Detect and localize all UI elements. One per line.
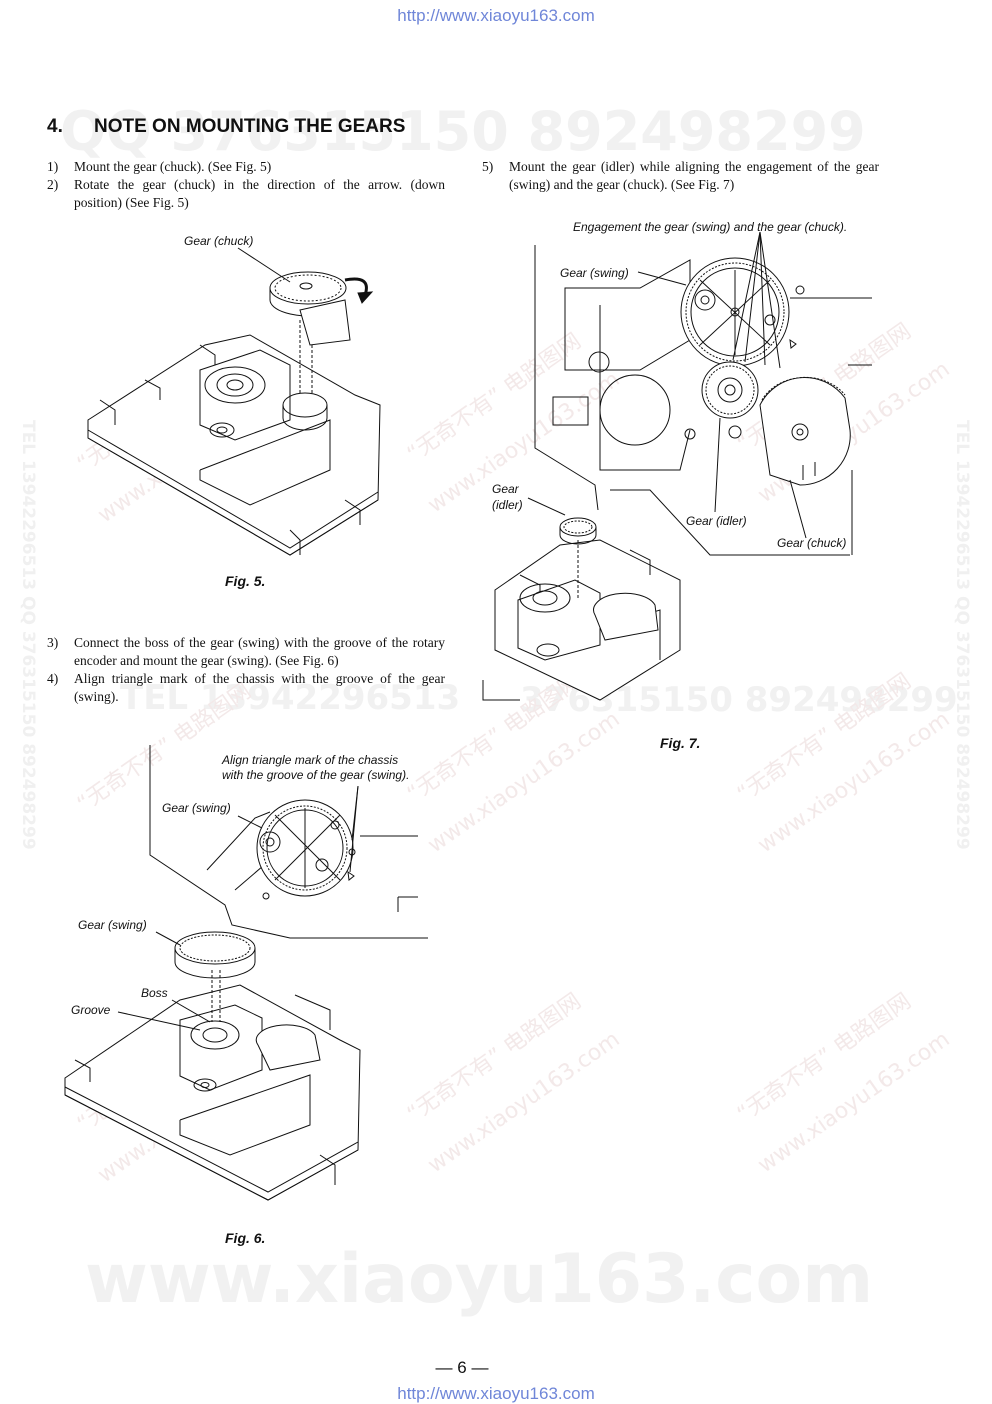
step-5: 5) Mount the gear (idler) while aligning…: [482, 158, 879, 194]
step-1-number: 1): [47, 159, 59, 174]
watermark-site: www.xiaoyu163.com: [85, 1240, 874, 1319]
step-3-text: Connect the boss of the gear (swing) wit…: [74, 635, 445, 668]
watermark-side-left: TEL 13942296513 QQ 376315150 892498299: [18, 420, 38, 850]
section-title: NOTE ON MOUNTING THE GEARS: [94, 116, 406, 137]
fig7-label-gear-chuck: Gear (chuck): [777, 536, 847, 550]
step-5-text: Mount the gear (idler) while aligning th…: [509, 159, 879, 192]
footer-url-link[interactable]: http://www.xiaoyu163.com: [397, 1384, 595, 1403]
fig6-label-gear-swing: Gear (swing): [78, 918, 147, 932]
fig6-label-align-1: Align triangle mark of the chassis: [222, 753, 399, 767]
header-url-link[interactable]: http://www.xiaoyu163.com: [397, 6, 595, 25]
fig5-caption: Fig. 5.: [225, 573, 266, 589]
section-number: 4.: [47, 116, 63, 137]
fig6-caption: Fig. 6.: [225, 1230, 266, 1246]
page-number: — 6 —: [435, 1358, 489, 1377]
fig7-caption: Fig. 7.: [660, 735, 701, 751]
step-5-number: 5): [482, 159, 494, 174]
fig6-label-boss: Boss: [141, 986, 168, 1000]
step-1: 1) Mount the gear (chuck). (See Fig. 5): [47, 158, 445, 176]
step-4-text: Align triangle mark of the chassis with …: [74, 671, 445, 704]
fig6-label-groove: Groove: [71, 1003, 111, 1017]
fig6-label-gear-swing-top: Gear (swing): [162, 801, 231, 815]
fig7-label-gear: Gear: [492, 482, 519, 496]
step-2-text: Rotate the gear (chuck) in the direction…: [74, 177, 445, 210]
fig7-label-engagement: Engagement the gear (swing) and the gear…: [573, 220, 848, 234]
step-3: 3) Connect the boss of the gear (swing) …: [47, 634, 445, 670]
step-1-text: Mount the gear (chuck). (See Fig. 5): [74, 159, 272, 174]
fig6-label-align-2: with the groove of the gear (swing).: [222, 768, 410, 782]
step-4: 4) Align triangle mark of the chassis wi…: [47, 670, 445, 706]
watermark-qq: QQ 376315150 892498299: [60, 100, 866, 163]
step-3-number: 3): [47, 635, 59, 650]
fig7-label-gear-idler: Gear (idler): [686, 514, 747, 528]
watermark-tel: TEL 13942296513: [120, 678, 461, 718]
fig7-label-idler: (idler): [492, 498, 523, 512]
fig5-label-gear-chuck: Gear (chuck): [184, 234, 254, 248]
step-2-number: 2): [47, 177, 59, 192]
step-2: 2) Rotate the gear (chuck) in the direct…: [47, 176, 445, 212]
watermark-side-right: TEL 13942296513 QQ 376315150 892498299: [952, 420, 972, 850]
fig7-label-gear-swing: Gear (swing): [560, 266, 629, 280]
step-4-number: 4): [47, 671, 59, 686]
